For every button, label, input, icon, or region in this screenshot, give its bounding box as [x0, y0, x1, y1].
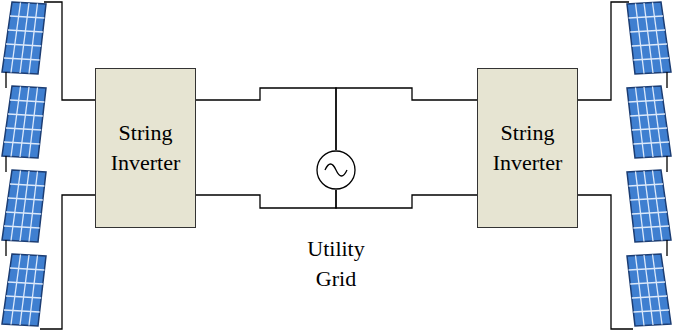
grid-connection — [336, 88, 477, 208]
solar-panel — [627, 86, 671, 158]
pv-string — [578, 2, 671, 329]
solar-panel — [627, 170, 671, 242]
grid-source: Utility Grid — [296, 150, 376, 294]
string-wire — [5, 240, 6, 256]
string-wire — [5, 156, 6, 172]
string-wire — [578, 195, 633, 329]
solar-panel — [2, 2, 46, 74]
grid-label: Utility Grid — [296, 234, 376, 294]
inverter-box: String Inverter — [477, 68, 578, 228]
string-wire — [578, 2, 629, 100]
string-wire — [666, 156, 667, 172]
inverter-label: String Inverter — [102, 118, 189, 178]
string-wire — [5, 72, 6, 88]
solar-panel — [627, 2, 671, 74]
solar-panel — [2, 170, 46, 242]
solar-panel — [2, 86, 46, 158]
solar-panel — [2, 254, 46, 326]
solar-panel — [627, 254, 671, 326]
inverter-label: String Inverter — [484, 118, 571, 178]
string-wire — [44, 2, 95, 100]
string-wire — [666, 72, 667, 88]
string-wire — [666, 240, 667, 256]
inverter-box: String Inverter — [95, 68, 196, 228]
pv-string — [2, 2, 95, 329]
ac-source-symbol — [316, 150, 356, 190]
string-wire — [40, 195, 95, 329]
grid-connection — [196, 88, 336, 208]
